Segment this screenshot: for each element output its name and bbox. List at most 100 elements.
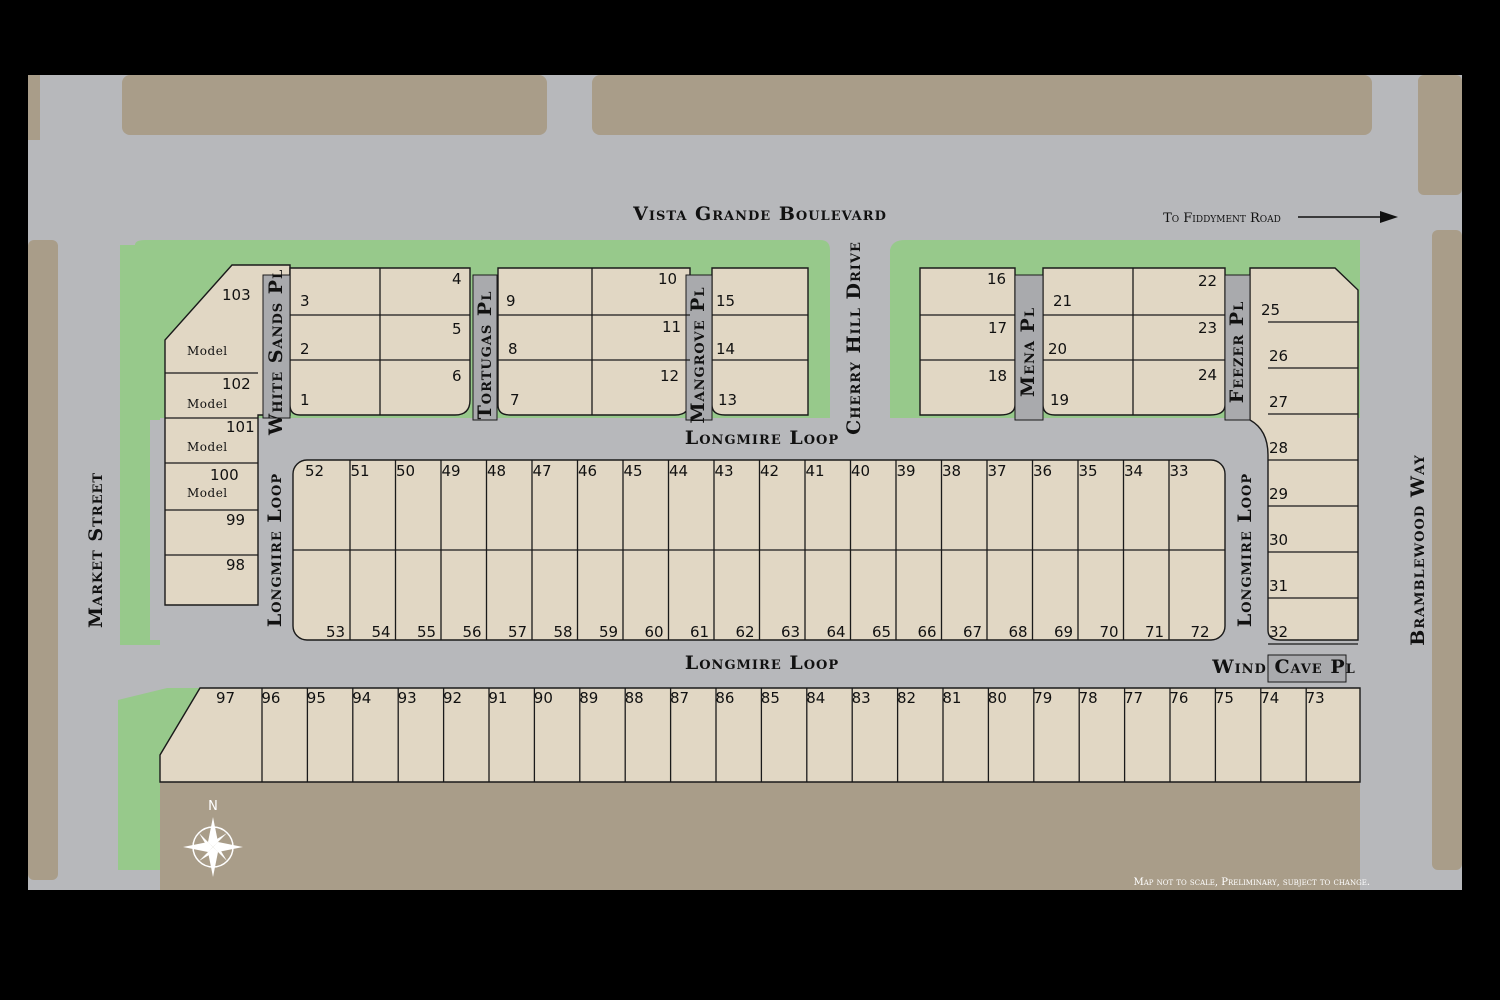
lot-number: 26 — [1269, 347, 1288, 365]
mena-spur — [1014, 274, 1044, 421]
lot-number: 1 — [300, 391, 310, 409]
lot-number: 2 — [300, 340, 310, 358]
lot-number: 96 — [261, 689, 280, 707]
lot-number: 82 — [897, 689, 916, 707]
disclaimer-text: Map not to scale, Preliminary, subject t… — [1133, 877, 1370, 888]
lot-number: 87 — [670, 689, 689, 707]
lot-number: 81 — [942, 689, 961, 707]
road-overlays — [160, 240, 1360, 688]
lot-number: 55 — [417, 623, 436, 641]
lot-number: 10 — [658, 270, 677, 288]
lot-number: 100 — [210, 466, 239, 484]
white-sands-spur — [262, 274, 291, 419]
lot-number: 41 — [806, 462, 825, 480]
lot-number: 44 — [669, 462, 688, 480]
lot-number: 24 — [1198, 366, 1217, 384]
lot-number: 19 — [1050, 391, 1069, 409]
lot-number: 60 — [645, 623, 664, 641]
lot-number: 70 — [1100, 623, 1119, 641]
lot-number: 88 — [625, 689, 644, 707]
lot-number: 84 — [806, 689, 825, 707]
street-to-fiddyment: To Fiddyment Road — [1163, 211, 1281, 226]
wind-cave-spur — [1267, 654, 1347, 683]
lot-dividers — [165, 268, 1358, 782]
street-cherry-hill: Cherry Hill Drive — [843, 241, 865, 435]
compass-rose-icon — [183, 817, 243, 877]
lot-number: 97 — [216, 689, 235, 707]
model-label: Model — [187, 486, 228, 500]
street-bramblewood: Bramblewood Way — [1407, 454, 1429, 646]
arrow-right-icon — [1298, 211, 1398, 223]
lot-number: 103 — [222, 286, 251, 304]
street-longmire-right: Longmire Loop — [1234, 473, 1256, 627]
spur-roads — [262, 274, 1347, 683]
lot-number: 58 — [554, 623, 573, 641]
street-white-sands: White Sands Pl — [265, 269, 287, 436]
lot-number: 7 — [510, 391, 520, 409]
lot-number: 21 — [1053, 292, 1072, 310]
lot-number: 43 — [715, 462, 734, 480]
street-longmire-left: Longmire Loop — [264, 473, 286, 627]
lot-number: 77 — [1124, 689, 1143, 707]
lot-number: 48 — [487, 462, 506, 480]
lot-number: 53 — [326, 623, 345, 641]
lot-number: 38 — [942, 462, 961, 480]
lot-number: 102 — [222, 375, 251, 393]
lot-number: 92 — [443, 689, 462, 707]
lot-number: 29 — [1269, 485, 1288, 503]
street-tortugas: Tortugas Pl — [474, 291, 496, 420]
compass-north-label: N — [208, 799, 218, 814]
lot-number: 86 — [715, 689, 734, 707]
street-longmire-top: Longmire Loop — [685, 427, 839, 449]
lot-number: 63 — [781, 623, 800, 641]
lot-number: 33 — [1170, 462, 1189, 480]
lot-number: 80 — [988, 689, 1007, 707]
lot-number: 11 — [662, 318, 681, 336]
lot-number: 47 — [533, 462, 552, 480]
lot-number: 72 — [1191, 623, 1210, 641]
lot-number: 20 — [1048, 340, 1067, 358]
lot-number: 76 — [1169, 689, 1188, 707]
lot-number: 90 — [534, 689, 553, 707]
lot-number: 78 — [1079, 689, 1098, 707]
lot-number: 6 — [452, 367, 462, 385]
lot-number: 59 — [599, 623, 618, 641]
lot-number: 91 — [488, 689, 507, 707]
lot-number: 8 — [508, 340, 518, 358]
lot-number: 65 — [872, 623, 891, 641]
lot-number: 61 — [690, 623, 709, 641]
lot-number: 35 — [1079, 462, 1098, 480]
lot-number: 75 — [1215, 689, 1234, 707]
lot-number: 16 — [987, 270, 1006, 288]
lot-number: 67 — [963, 623, 982, 641]
lot-number: 3 — [300, 292, 310, 310]
lot-number: 94 — [352, 689, 371, 707]
lot-number: 95 — [307, 689, 326, 707]
lot-number: 66 — [918, 623, 937, 641]
lot-number: 101 — [226, 418, 255, 436]
lot-number: 56 — [463, 623, 482, 641]
lot-number: 22 — [1198, 272, 1217, 290]
tortugas-spur — [472, 274, 498, 421]
lot-number: 37 — [988, 462, 1007, 480]
lot-number: 40 — [851, 462, 870, 480]
lot-number: 13 — [718, 391, 737, 409]
lot-number: 54 — [372, 623, 391, 641]
lot-number: 74 — [1260, 689, 1279, 707]
lot-number: 85 — [761, 689, 780, 707]
lot-number: 79 — [1033, 689, 1052, 707]
lot-number: 36 — [1033, 462, 1052, 480]
lot-number: 46 — [578, 462, 597, 480]
model-label: Model — [187, 344, 228, 358]
lot-number: 62 — [736, 623, 755, 641]
lot-number: 9 — [506, 292, 516, 310]
lot-number: 25 — [1261, 301, 1280, 319]
lot-number: 98 — [226, 556, 245, 574]
lot-number: 99 — [226, 511, 245, 529]
lot-number: 4 — [452, 270, 462, 288]
lot-number: 93 — [398, 689, 417, 707]
lot-number: 31 — [1269, 577, 1288, 595]
lot-number: 34 — [1124, 462, 1143, 480]
